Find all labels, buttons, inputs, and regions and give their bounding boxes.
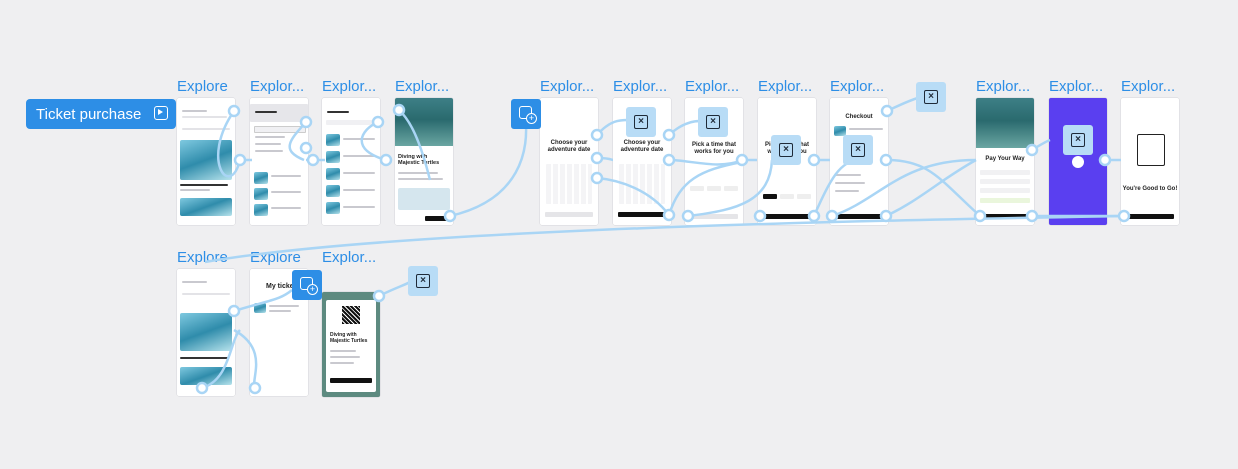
detail-title: Diving with Majestic Turtles	[398, 154, 440, 166]
flow-label-text: Ticket purchase	[36, 105, 142, 123]
screen-title[interactable]: Explor...	[613, 78, 668, 95]
screen-success[interactable]: You're Good to Go!	[1121, 98, 1179, 225]
screen-title[interactable]: Explor...	[685, 78, 740, 95]
screen-title[interactable]: Explor...	[976, 78, 1031, 95]
screen-title[interactable]: Explor...	[322, 249, 377, 266]
date-title: Choose your adventure date	[547, 140, 591, 153]
add-screen-icon[interactable]: +	[292, 270, 322, 300]
flow-start-label[interactable]: Ticket purchase	[26, 99, 176, 129]
screen-title[interactable]: Explor...	[758, 78, 813, 95]
screen-title[interactable]: Explore	[177, 78, 228, 95]
screen-ticket-qr[interactable]: Diving with Majestic Turtles	[322, 292, 380, 397]
close-icon[interactable]: ×	[916, 82, 946, 112]
screen-explore-home[interactable]	[177, 98, 235, 225]
screen-payment[interactable]: Pay Your Way	[976, 98, 1034, 225]
ticket-title: Diving with Majestic Turtles	[330, 332, 368, 344]
success-title: You're Good to Go!	[1122, 186, 1178, 192]
screen-title[interactable]: Explor...	[540, 78, 595, 95]
screen-title[interactable]: Explor...	[1121, 78, 1176, 95]
add-screen-icon[interactable]: +	[511, 99, 541, 129]
close-icon[interactable]: ×	[771, 135, 801, 165]
screen-choose-date[interactable]: Choose your adventure date	[540, 98, 598, 225]
screen-title[interactable]: Explor...	[322, 78, 377, 95]
screen-processing[interactable]	[1049, 98, 1107, 225]
time-title: Pick a time that works for you	[691, 142, 736, 155]
tickets-title: My tickets	[266, 283, 300, 290]
screen-location-search[interactable]	[250, 98, 308, 225]
screen-explore-home-2[interactable]	[177, 269, 235, 396]
screen-title[interactable]: Explor...	[250, 78, 305, 95]
screen-results-list[interactable]	[322, 98, 380, 225]
date-title: Choose your adventure date	[620, 140, 664, 153]
play-icon[interactable]	[154, 106, 168, 120]
screen-title[interactable]: Explor...	[1049, 78, 1104, 95]
screen-title[interactable]: Explore	[177, 249, 228, 266]
close-icon[interactable]: ×	[843, 135, 873, 165]
checkout-title: Checkout	[845, 114, 873, 120]
screen-title[interactable]: Explor...	[395, 78, 450, 95]
close-icon[interactable]: ×	[698, 107, 728, 137]
close-icon[interactable]: ×	[408, 266, 438, 296]
pay-title: Pay Your Way	[985, 156, 1025, 162]
close-icon[interactable]: ×	[1063, 125, 1093, 155]
close-icon[interactable]: ×	[626, 107, 656, 137]
screen-title[interactable]: Explor...	[830, 78, 885, 95]
screen-turtle-detail[interactable]: Diving with Majestic Turtles	[395, 98, 453, 225]
